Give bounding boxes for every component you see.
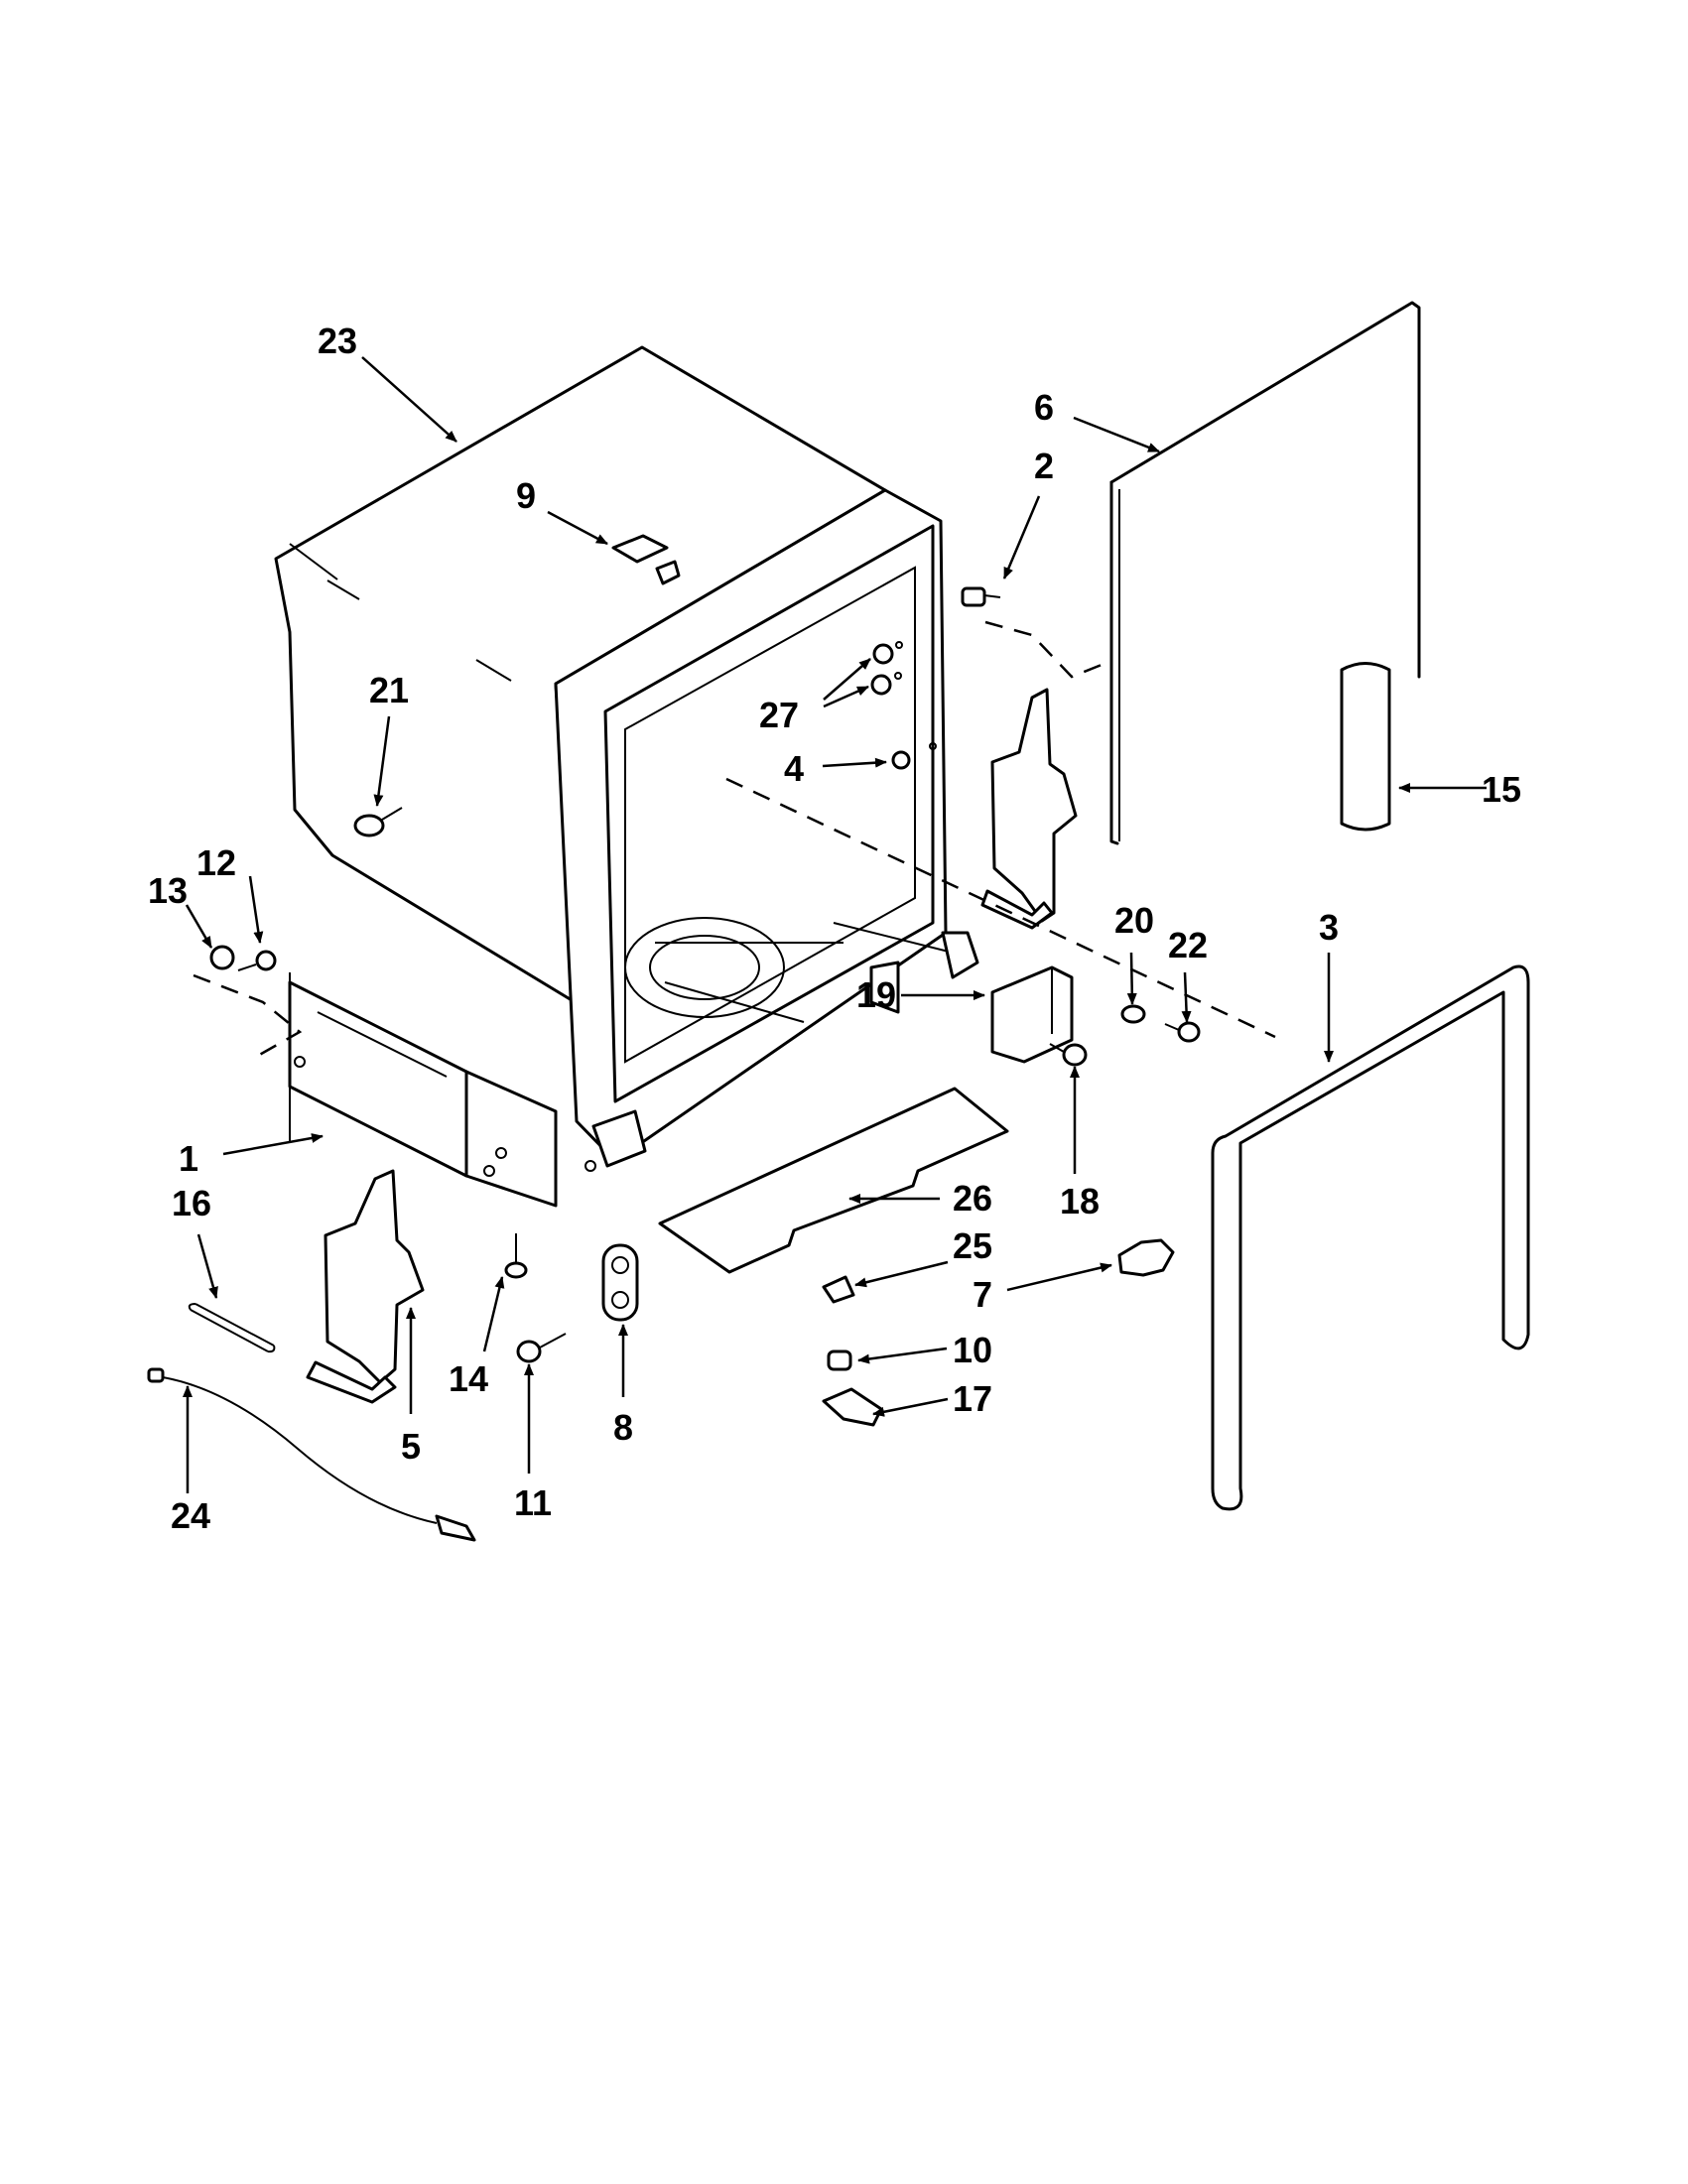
part-24-cable (147, 1367, 476, 1542)
part-7-fitting (1117, 1238, 1175, 1277)
callout-15: 15 (1482, 769, 1521, 810)
callout-11: 11 (514, 1482, 552, 1523)
callout-12: 12 (196, 842, 236, 883)
part-9-bracket (611, 534, 681, 585)
callout-14: 14 (449, 1358, 488, 1399)
callout-9: 9 (516, 475, 536, 516)
callout-20: 20 (1114, 900, 1154, 941)
part-19-bracket (990, 965, 1074, 1064)
parts-12-13-screw-and-spacer (209, 945, 277, 971)
part-26-shield (658, 1087, 1009, 1274)
callout-25: 25 (953, 1225, 992, 1266)
callout-19: 19 (856, 974, 896, 1015)
callout-1: 1 (179, 1138, 198, 1179)
callout-21: 21 (369, 670, 409, 710)
callout-10: 10 (953, 1330, 992, 1370)
part-25-clip (822, 1275, 855, 1304)
part-10-sensor (827, 1349, 852, 1371)
callout-5: 5 (401, 1426, 421, 1467)
alignment-line-left (193, 973, 303, 1059)
part-27-washers (870, 641, 903, 696)
dishwasher-tub (274, 345, 979, 1208)
part-6-side-gasket (1109, 301, 1421, 845)
leader-arrows (183, 356, 1487, 1493)
part-2-screw (961, 586, 1001, 607)
alignment-line-right (725, 777, 1276, 1039)
callout-18: 18 (1060, 1181, 1100, 1221)
part-15-tube (1340, 662, 1391, 832)
callout-labels: 1 2 3 4 5 6 7 8 9 10 11 12 13 14 15 16 1… (148, 321, 1521, 1536)
callout-7: 7 (973, 1274, 992, 1315)
part-4-plug (891, 742, 937, 770)
part-5-left-bracket (306, 1169, 425, 1404)
part-16-spring (188, 1303, 276, 1353)
callout-26: 26 (953, 1178, 992, 1219)
callout-3: 3 (1319, 907, 1339, 948)
callout-23: 23 (318, 321, 357, 361)
callout-6: 6 (1034, 387, 1054, 428)
callout-2: 2 (1034, 446, 1054, 486)
callout-27: 27 (759, 695, 799, 735)
callout-13: 13 (148, 870, 188, 911)
callout-22: 22 (1168, 925, 1208, 965)
callout-17: 17 (953, 1378, 992, 1419)
part-17-bracket (822, 1387, 883, 1427)
part-5-right-bracket (980, 688, 1078, 930)
callout-16: 16 (172, 1183, 211, 1223)
part-21-screw (353, 807, 403, 837)
callout-8: 8 (613, 1407, 633, 1448)
part-20-washer (1120, 1004, 1146, 1024)
part-3-door-gasket (1211, 964, 1530, 1511)
callout-24: 24 (171, 1495, 210, 1536)
part-18-screw (1049, 1043, 1088, 1067)
part-22-screw (1164, 1021, 1201, 1043)
callout-4: 4 (784, 748, 804, 789)
part-11-screw (516, 1333, 567, 1363)
part-8-guides (601, 1243, 639, 1322)
alignment-line-top (984, 620, 1103, 679)
part-14-leveling-leg (504, 1233, 528, 1279)
